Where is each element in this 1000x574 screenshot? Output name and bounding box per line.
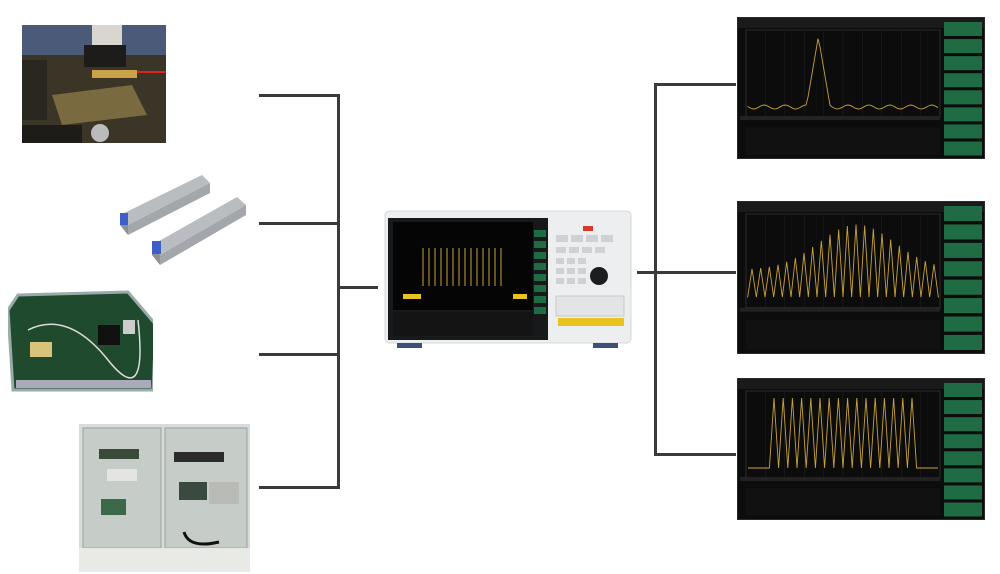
softkey [944, 206, 982, 222]
connector-output-2 [654, 271, 736, 274]
optical-spectrum-analyzer [383, 208, 633, 350]
connector-from-device [637, 271, 657, 274]
probe-station-photo [22, 25, 166, 143]
softkey [944, 279, 982, 295]
softkey [944, 22, 982, 36]
softkey [944, 316, 982, 332]
softkey [944, 434, 982, 449]
softkey [944, 502, 982, 517]
softkey [944, 224, 982, 240]
sfp-transceivers-photo [112, 165, 254, 265]
spectrum-trace [747, 38, 939, 110]
spectrum-trace [748, 397, 938, 469]
softkey [944, 56, 982, 71]
softkey [944, 73, 982, 88]
connector-output-1 [654, 83, 736, 86]
softkey [944, 124, 982, 139]
softkey [944, 451, 982, 466]
softkey [944, 468, 982, 483]
connector-to-device [338, 286, 378, 289]
connector-source-2 [259, 222, 339, 225]
softkey [944, 107, 982, 122]
softkey [944, 141, 982, 156]
softkey [944, 334, 982, 351]
softkey [944, 261, 982, 277]
single-peak-spectrum-screen [737, 17, 985, 159]
softkey [944, 90, 982, 105]
flat-comb-spectrum-screen [737, 378, 985, 520]
softkey [944, 242, 982, 258]
connector-right-trunk [654, 83, 657, 456]
softkey [944, 383, 982, 397]
connector-output-3 [654, 453, 736, 456]
connector-source-4 [259, 486, 339, 489]
softkey [944, 39, 982, 54]
softkey [944, 400, 982, 415]
instrument-rack-photo [79, 424, 250, 572]
spectrum-trace [747, 224, 939, 298]
connector-source-3 [259, 353, 339, 356]
connector-source-1 [259, 94, 339, 97]
softkey [944, 485, 982, 500]
connector-left-trunk [337, 94, 340, 489]
pcb-module-photo [6, 290, 158, 395]
softkey [944, 298, 982, 314]
softkey [944, 417, 982, 432]
comb-envelope-spectrum-screen [737, 201, 985, 354]
